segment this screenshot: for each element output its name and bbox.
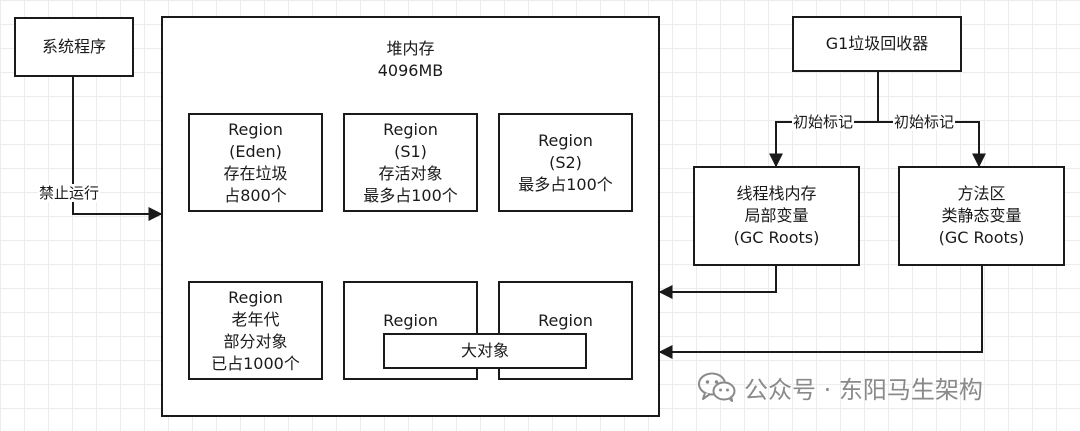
method-area-line-1: 方法区: [957, 184, 1006, 203]
watermark: 公众号 · 东阳马生架构: [698, 370, 983, 404]
region-s2-line-1: Region: [538, 130, 593, 150]
heap-title: 堆内存 4096MB: [163, 38, 658, 82]
region-old-line-2: 老年代: [231, 309, 280, 329]
system-program-box: 系统程序: [14, 17, 134, 77]
region-s1-line-1: Region: [383, 119, 438, 139]
region-s1-line-2: (S1): [394, 141, 427, 161]
thread-stack-line-2: 局部变量: [744, 206, 809, 225]
region-eden-line-3: 存在垃圾: [223, 163, 288, 183]
region-eden-line-1: Region: [228, 119, 283, 139]
region-old: Region 老年代 部分对象 已占1000个: [188, 281, 323, 380]
g1-collector-box: G1垃圾回收器: [792, 16, 962, 72]
thread-stack-box: 线程栈内存 局部变量 (GC Roots): [693, 166, 860, 266]
region-eden-line-4: 占800个: [224, 185, 287, 205]
watermark-text: 公众号 · 东阳马生架构: [744, 375, 983, 404]
region-eden: Region (Eden) 存在垃圾 占800个: [188, 113, 323, 212]
region-humongous-a-label: Region: [383, 311, 438, 330]
thread-stack-line-1: 线程栈内存: [736, 184, 817, 203]
heap-title-label: 堆内存: [386, 39, 435, 58]
heap-size-label: 4096MB: [377, 61, 444, 80]
region-s1-line-3: 存活对象: [378, 163, 443, 183]
initial-mark-right-label: 初始标记: [893, 113, 956, 131]
region-old-line-1: Region: [228, 287, 283, 307]
edge-thread-stack-to-heap: [658, 266, 777, 299]
g1-collector-label: G1垃圾回收器: [825, 34, 929, 53]
method-area-box: 方法区 类静态变量 (GC Roots): [898, 166, 1065, 266]
large-object-box: 大对象: [383, 333, 587, 369]
initial-mark-left-label: 初始标记: [792, 113, 855, 131]
wechat-icon: [698, 372, 736, 402]
region-s1-line-4: 最多占100个: [363, 185, 458, 205]
region-old-line-3: 部分对象: [223, 331, 288, 351]
large-object-label: 大对象: [460, 341, 509, 360]
edge-system-to-heap: [72, 77, 163, 221]
region-s2-line-2: (S2): [549, 152, 582, 172]
system-program-label: 系统程序: [41, 37, 106, 56]
method-area-line-2: 类静态变量: [941, 206, 1022, 225]
region-old-line-4: 已占1000个: [211, 353, 300, 373]
region-s1: Region (S1) 存活对象 最多占100个: [343, 113, 478, 212]
stop-running-label: 禁止运行: [38, 184, 101, 202]
edge-method-area-to-heap: [658, 266, 983, 359]
region-humongous-b-label: Region: [538, 311, 593, 330]
method-area-line-3: (GC Roots): [938, 228, 1025, 247]
region-eden-line-2: (Eden): [229, 141, 282, 161]
region-s2-line-3: 最多占100个: [518, 174, 613, 194]
thread-stack-line-3: (GC Roots): [733, 228, 820, 247]
region-s2: Region (S2) 最多占100个: [498, 113, 633, 212]
